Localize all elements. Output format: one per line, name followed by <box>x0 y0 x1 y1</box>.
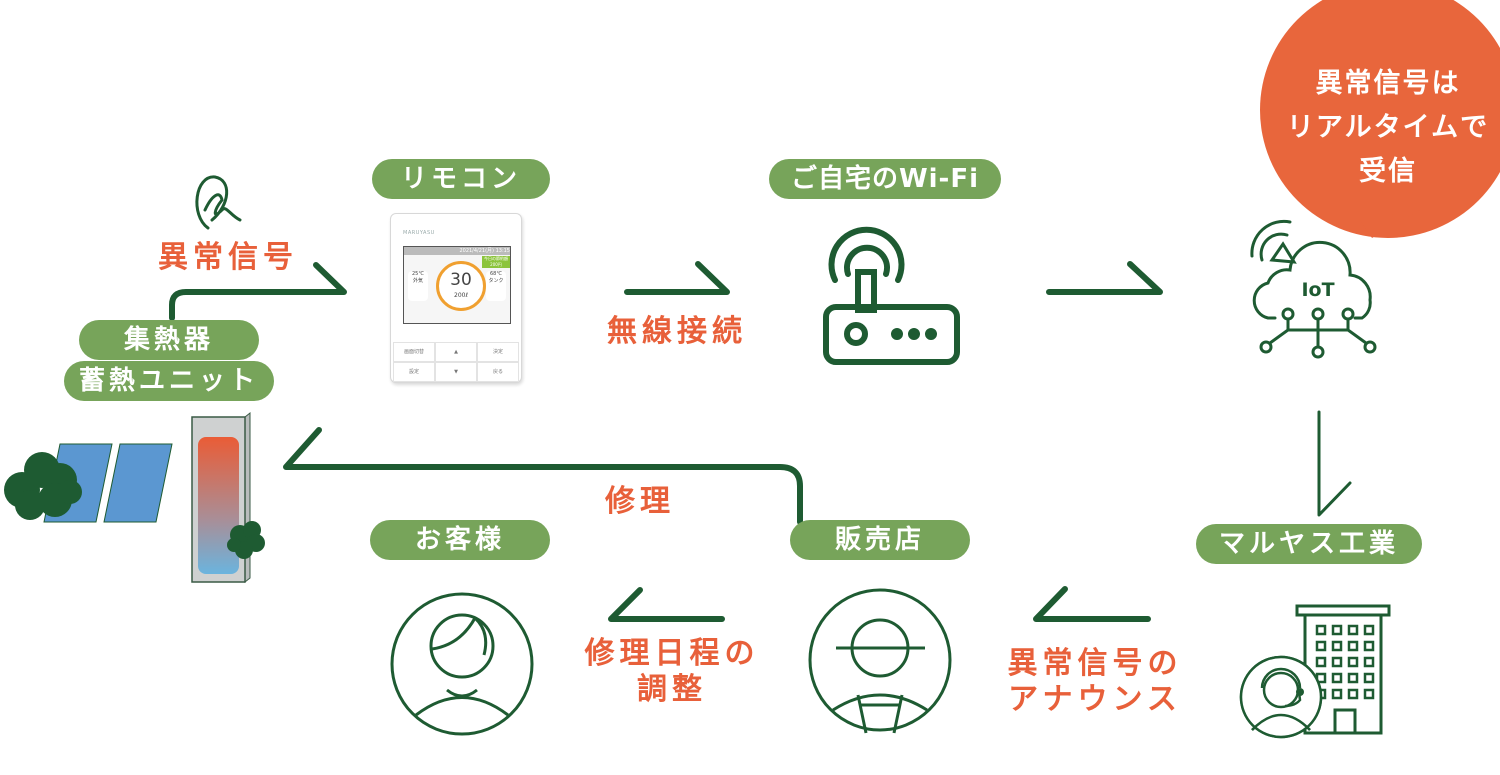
building-window <box>1347 672 1359 684</box>
edge-label-schedule: 修理日程の 調整 <box>572 636 772 708</box>
tree-icon-left <box>4 452 82 520</box>
edge-label-anomaly-signal: 異常信号 <box>158 240 298 275</box>
node-label-customer: お客様 <box>370 520 550 560</box>
arrow-dealer-to-customer <box>608 587 725 622</box>
remote-key: 決定 <box>477 342 519 362</box>
building-window <box>1315 640 1327 652</box>
arrow-collector-to-remote <box>169 262 347 321</box>
edge-label-announce: 異常信号の アナウンス <box>995 646 1195 718</box>
announce-line-2: アナウンス <box>1008 682 1182 717</box>
remote-key: ▲ <box>435 342 477 362</box>
outdoor-temp-value: 25℃ <box>412 271 424 277</box>
remote-sub-value: 200ℓ <box>454 292 468 299</box>
building-window <box>1347 640 1359 652</box>
building-window <box>1363 688 1375 700</box>
node-label-storage-unit: 蓄熱ユニット <box>64 361 274 401</box>
remote-keypad: 画面切替 ▲ 決定 設定 ▼ 戻る <box>393 342 519 382</box>
remote-key: 設定 <box>393 362 435 382</box>
remote-outdoor-temp: 25℃ 外気 <box>408 271 428 301</box>
arrow-remote-to-wifi <box>624 261 730 295</box>
tank-temp-label: タンク <box>488 278 504 284</box>
node-label-dealer: 販売店 <box>790 520 970 560</box>
building-window <box>1331 672 1343 684</box>
bubble-line-1: 異常信号は <box>1315 68 1461 99</box>
bubble-line-3: 受信 <box>1359 156 1417 187</box>
building-window <box>1331 624 1343 636</box>
remote-tank-temp: 68℃ タンク <box>486 271 506 301</box>
node-label-collector: 集熱器 <box>79 320 259 360</box>
building-window <box>1347 656 1359 668</box>
dealer-worker-icon <box>808 588 952 734</box>
customer-person-icon <box>390 592 534 736</box>
node-label-home-wifi: ご自宅のWi-Fi <box>769 159 1001 199</box>
arrow-wifi-to-iot <box>1046 261 1163 295</box>
tree-icon-right <box>227 521 265 559</box>
remote-brand: MARUYASU <box>403 230 435 236</box>
building-window <box>1363 672 1375 684</box>
remote-savings-badge: 今日の節約額 200円 <box>482 256 510 268</box>
announce-line-1: 異常信号の <box>1007 646 1183 681</box>
remote-main-dial: 30 200ℓ <box>436 261 486 311</box>
building-window <box>1363 624 1375 636</box>
remote-key: 戻る <box>477 362 519 382</box>
remote-main-temp: 30 <box>450 270 472 290</box>
schedule-line-2: 調整 <box>637 672 707 707</box>
building-window <box>1331 688 1343 700</box>
schedule-line-1: 修理日程の <box>584 636 760 671</box>
remote-message <box>403 326 509 336</box>
bubble-text: 異常信号は リアルタイムで 受信 <box>1268 62 1500 194</box>
building-window <box>1331 640 1343 652</box>
remote-key: 画面切替 <box>393 342 435 362</box>
building-window <box>1363 656 1375 668</box>
building-window <box>1331 656 1343 668</box>
building-window <box>1315 624 1327 636</box>
storage-tank-icon <box>191 411 251 584</box>
building-window <box>1347 624 1359 636</box>
remote-screen: 2021/4/21(月) 13:15 今日の節約額 200円 25℃ 外気 30… <box>403 246 511 324</box>
remote-controller-image: MARUYASU 2021/4/21(月) 13:15 今日の節約額 200円 … <box>390 213 522 383</box>
iot-cloud-icon <box>1250 219 1377 359</box>
node-label-company: マルヤス工業 <box>1196 524 1422 564</box>
arrow-iot-to-company <box>1317 410 1352 517</box>
signal-scribble-icon <box>195 175 242 230</box>
building-window <box>1347 688 1359 700</box>
speech-bubble <box>1260 0 1500 238</box>
edge-label-wireless: 無線接続 <box>607 314 747 349</box>
router-icon <box>823 226 960 365</box>
node-label-remote: リモコン <box>372 159 550 199</box>
remote-key: ▼ <box>435 362 477 382</box>
bubble-line-2: リアルタイムで <box>1286 112 1490 143</box>
iot-text: IoT <box>1301 279 1335 301</box>
edge-label-repair: 修理 <box>605 484 675 519</box>
tank-temp-value: 68℃ <box>490 271 502 277</box>
building-window <box>1363 640 1375 652</box>
outdoor-temp-label: 外気 <box>412 278 423 284</box>
building-window <box>1315 656 1327 668</box>
remote-datetime: 2021/4/21(月) 13:15 <box>404 247 510 255</box>
arrow-company-to-dealer <box>1033 586 1151 622</box>
operator-overlay <box>1239 655 1323 739</box>
arrow-dealer-to-collector <box>283 427 803 525</box>
